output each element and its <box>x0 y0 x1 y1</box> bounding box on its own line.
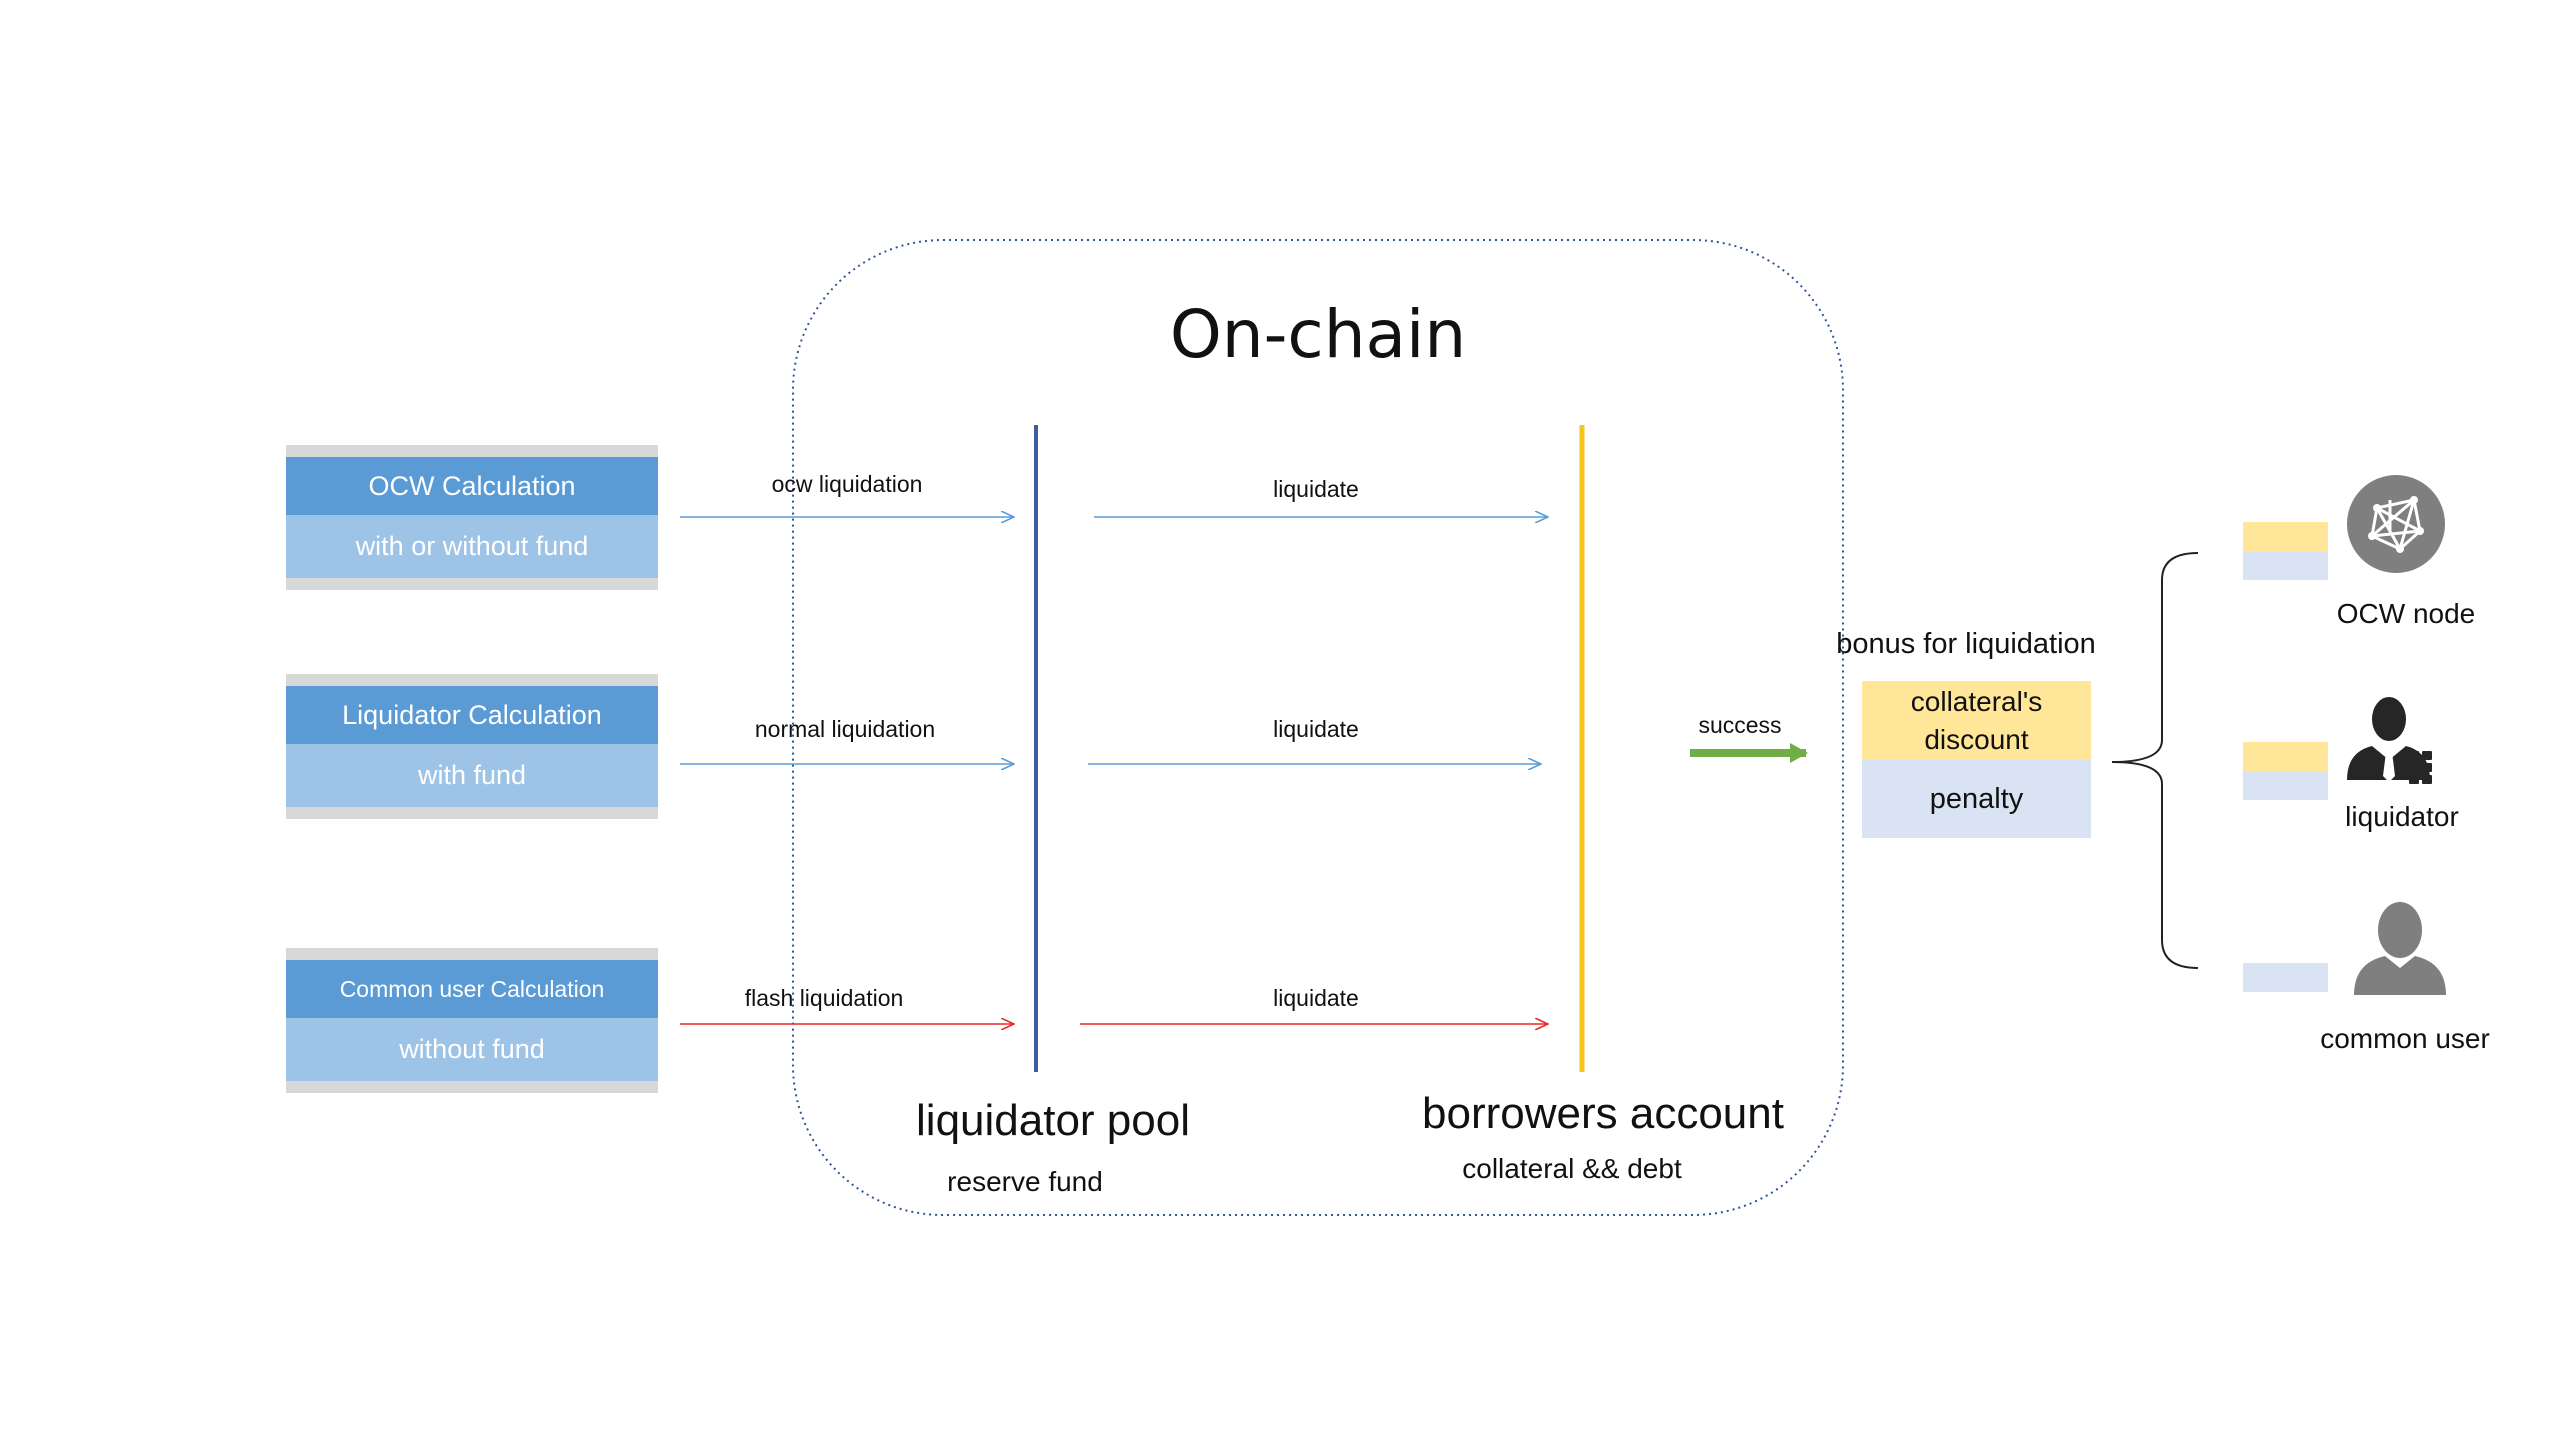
success-label: success <box>1698 712 1782 738</box>
common-user-share-penalty <box>2243 963 2328 992</box>
source-title: OCW Calculation <box>286 457 658 515</box>
source-title: Common user Calculation <box>286 960 658 1018</box>
bonus-title: bonus for liquidation <box>1836 628 2096 660</box>
recipient-ocw-node-label: OCW node <box>2336 598 2476 629</box>
edge-label-flash-liquidation: flash liquidation <box>744 985 904 1011</box>
source-box-ocw: OCW Calculation with or without fund <box>286 445 658 590</box>
liquidator-share-discount <box>2243 742 2328 771</box>
borrowers-account-subtitle: collateral && debt <box>1462 1153 1682 1184</box>
diagram-title: On-chain <box>1169 296 1467 373</box>
ocw-share-penalty <box>2243 551 2328 580</box>
liquidator-pool-subtitle: reserve fund <box>947 1166 1103 1197</box>
source-box-common-user: Common user Calculation without fund <box>286 948 658 1093</box>
source-title: Liquidator Calculation <box>286 686 658 744</box>
source-subtitle: with or without fund <box>286 515 658 578</box>
edge-label-normal-liquidation: normal liquidation <box>754 716 936 742</box>
recipient-liquidator-label: liquidator <box>2345 801 2459 832</box>
edge-label-liquidate: liquidate <box>1273 476 1359 502</box>
businessman-icon <box>2347 697 2432 784</box>
edge-label-liquidate: liquidate <box>1273 716 1359 742</box>
collateral-discount-box: collateral's discount <box>1862 681 2091 760</box>
edge-label-ocw-liquidation: ocw liquidation <box>771 471 923 497</box>
user-silhouette-icon <box>2354 902 2446 995</box>
source-box-liquidator: Liquidator Calculation with fund <box>286 674 658 819</box>
liquidator-share-penalty <box>2243 771 2328 800</box>
network-node-icon <box>2347 475 2445 573</box>
recipients-brace <box>2111 552 2199 969</box>
source-subtitle: with fund <box>286 744 658 807</box>
borrowers-account-title: borrowers account <box>1422 1089 1784 1138</box>
ocw-share-discount <box>2243 522 2328 551</box>
liquidator-pool-title: liquidator pool <box>916 1096 1190 1145</box>
source-subtitle: without fund <box>286 1018 658 1081</box>
penalty-box: penalty <box>1862 760 2091 838</box>
edge-label-liquidate: liquidate <box>1273 985 1359 1011</box>
recipient-common-user-label: common user <box>2320 1023 2490 1054</box>
